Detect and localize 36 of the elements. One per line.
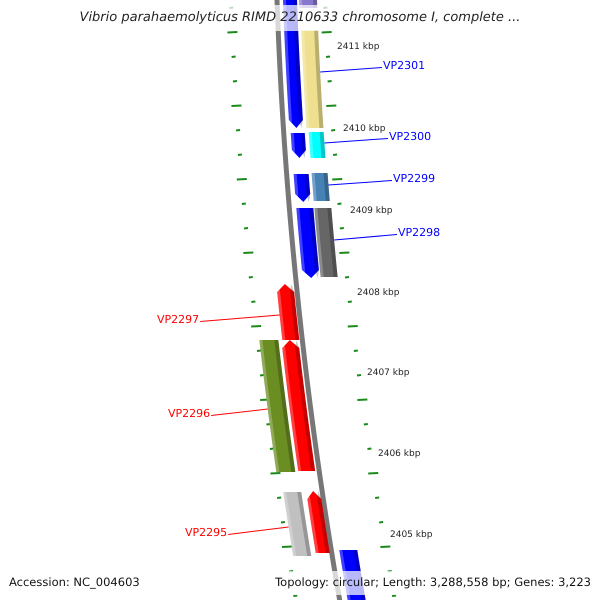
gene-feature	[282, 340, 316, 471]
leader-line	[328, 180, 392, 186]
gene-feature	[277, 284, 300, 340]
gene-feature	[296, 208, 319, 278]
gene-bar	[314, 208, 338, 277]
tick-label: 2406 kbp	[378, 450, 420, 459]
leader-line	[210, 408, 268, 416]
genome-summary: Topology: circular; Length: 3,288,558 bp; Genes: 3,223	[275, 577, 591, 588]
gene-feature	[294, 174, 310, 202]
gene-bar	[283, 492, 312, 556]
gene-label: VP2296	[168, 408, 210, 419]
gene-label: VP2299	[393, 173, 436, 184]
gene-bar	[259, 340, 296, 472]
gene-feature	[307, 491, 330, 553]
tick-label: 2410 kbp	[343, 125, 386, 134]
gene-feature	[290, 133, 306, 158]
gene-label: VP2295	[185, 527, 228, 538]
tick-label: 2407 kbp	[367, 369, 410, 378]
leader-line	[200, 314, 280, 322]
accession-text: Accession: NC_004603	[9, 577, 140, 588]
gene-bar	[308, 132, 326, 158]
title: Vibrio parahaemolyticus RIMD 2210633 chromosome I, complete ...	[78, 11, 522, 24]
leader-line	[334, 234, 398, 240]
gene-bar	[301, 30, 324, 128]
gene-label: VP2298	[398, 227, 440, 238]
leader-line	[320, 67, 382, 72]
gene-label: VP2300	[389, 131, 432, 142]
gene-bar	[312, 173, 330, 201]
tick-label: 2411 kbp	[337, 43, 380, 52]
gene-label: VP2301	[383, 60, 426, 71]
leader-line	[324, 138, 388, 144]
leader-line	[228, 526, 290, 535]
tick-label: 2408 kbp	[357, 289, 400, 298]
gene-label: VP2297	[157, 314, 200, 325]
tick-label: 2409 kbp	[350, 207, 392, 216]
tick-label: 2405 kbp	[390, 531, 432, 540]
